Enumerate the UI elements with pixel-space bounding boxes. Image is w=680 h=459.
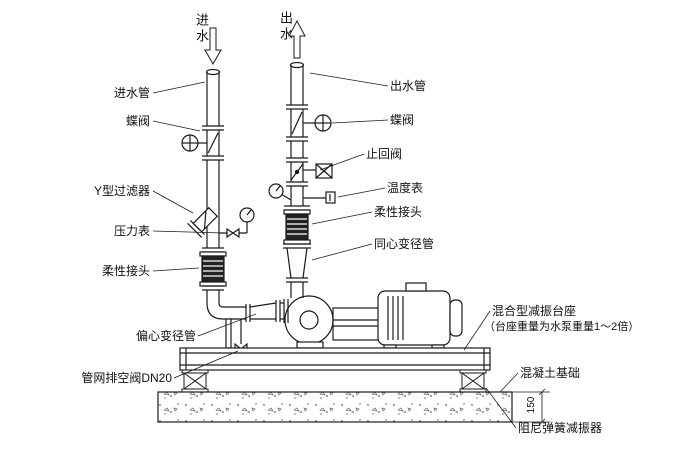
motor-body (377, 290, 451, 346)
flexible-joint-left-symbol (199, 251, 227, 287)
leader-drain-valve (173, 350, 239, 379)
label-base-line1: 混合型减振台座 (492, 303, 576, 318)
eccentric-reducer-symbol (245, 299, 289, 323)
leader-y-strainer (152, 190, 194, 214)
label-flexible-left: 柔性接头 (102, 263, 150, 278)
label-outlet-pipe: 出水管 (390, 78, 426, 93)
label-base-line2: （台座重量为水泵重量1～2倍） (484, 319, 639, 333)
inlet-flow-label: 进水 (194, 13, 209, 45)
label-butterfly-right: 蝶阀 (390, 112, 414, 127)
pressure-gauge-symbol (219, 207, 255, 239)
leader-butterfly-left (152, 120, 201, 132)
motor-end-bell (449, 299, 463, 337)
leader-outlet-pipe (309, 72, 389, 87)
label-check-valve: 止回阀 (366, 147, 402, 161)
thermometer-symbol (303, 191, 336, 204)
leader-check-valve (319, 153, 365, 171)
leader-flexible-right (311, 211, 373, 225)
concrete-foundation-shape (157, 391, 513, 423)
pump-volute (284, 295, 334, 349)
leader-base (463, 310, 491, 351)
spring-isolator-left (181, 369, 209, 393)
label-eccentric-reducer: 偏心变径管 (136, 328, 196, 343)
flexible-joint-right-symbol (283, 209, 311, 245)
label-butterfly-left: 蝶阀 (126, 113, 150, 128)
check-valve-symbol (286, 157, 333, 187)
leader-temperature-gauge (337, 187, 386, 198)
discharge-pipe-assembly (268, 61, 336, 298)
vibration-base (179, 347, 491, 371)
label-drain-valve: 管网排空阀DN20 (81, 370, 172, 385)
leader-pressure-gauge (152, 230, 225, 234)
label-concentric-reducer: 同心变径管 (374, 236, 434, 251)
dimension-150-text: 150 (526, 396, 537, 413)
spring-isolator-right (459, 369, 487, 393)
suction-pipe-assembly (181, 68, 289, 356)
label-temperature-gauge: 温度表 (387, 180, 423, 195)
inlet-flow-arrow (204, 27, 222, 66)
leader-butterfly-right (331, 119, 389, 124)
butterfly-valve-right-handwheel (303, 114, 332, 132)
label-pressure-gauge: 压力表 (114, 224, 150, 238)
label-inlet-pipe: 进水管 (114, 85, 150, 100)
leader-concentric-reducer (311, 243, 373, 261)
label-y-strainer: Y型过滤器 (94, 184, 150, 198)
motor-junction-box (405, 282, 427, 292)
leader-flexible-left (152, 267, 200, 272)
butterfly-valve-left-handwheel (181, 134, 207, 152)
discharge-gauge-symbol (268, 183, 292, 201)
motor-assembly (332, 282, 463, 349)
leader-foundation (499, 372, 519, 393)
concentric-reducer-symbol (286, 247, 308, 283)
pipe-support (225, 318, 232, 349)
leader-spring-isolator (485, 387, 517, 429)
foundation-height-dimension (512, 388, 550, 426)
leader-eccentric-reducer (197, 313, 257, 337)
label-concrete-foundation: 混凝土基础 (520, 365, 580, 380)
label-flexible-right: 柔性接头 (374, 204, 422, 219)
labels: 进水管 蝶阀 Y型过滤器 压力表 柔性接头 偏心变径管 管网排空阀DN20 出水… (81, 78, 639, 435)
leader-lines (152, 72, 519, 429)
leader-inlet-pipe (152, 81, 206, 94)
label-spring-isolator: 阻尼弹簧减振器 (518, 420, 602, 435)
outlet-flow-arrow (288, 19, 306, 59)
